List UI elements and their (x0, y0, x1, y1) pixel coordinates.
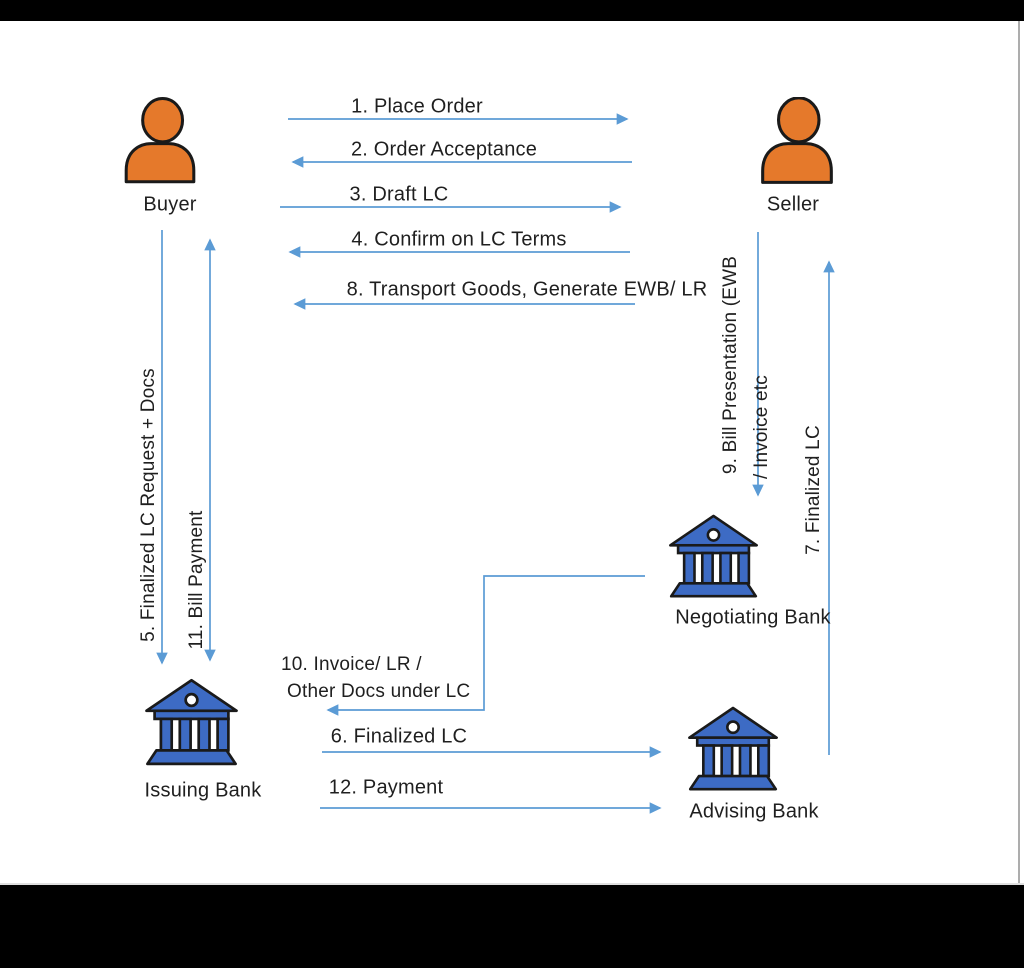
advising-bank-icon (685, 702, 781, 796)
flow-label-invoice-docs-line1: 10. Invoice/ LR / (281, 654, 422, 675)
buyer-person-icon (121, 97, 199, 185)
flow-label-draft-lc: 3. Draft LC (349, 183, 449, 206)
seller-person-icon (757, 96, 837, 185)
letterbox-bottom (0, 885, 1024, 968)
issuing-bank-icon (142, 677, 241, 768)
flow-label-invoice-docs-line2: Other Docs under LC (287, 681, 471, 702)
bottom-edge-divider (0, 883, 1024, 885)
letterbox-top (0, 0, 1024, 21)
negotiating-bank-label: Negotiating Bank (675, 606, 831, 629)
flow-label-confirm-lc-terms: 4. Confirm on LC Terms (351, 228, 567, 251)
flow-label-finalized-lc-to-advising: 6. Finalized LC (330, 725, 468, 748)
flow-label-finalized-lc-request: 5. Finalized LC Request + Docs (138, 368, 159, 642)
issuing-bank-label: Issuing Bank (144, 779, 262, 802)
flow-label-finalized-lc-to-seller: 7. Finalized LC (803, 425, 824, 555)
right-edge-divider (1018, 21, 1020, 885)
seller-label: Seller (766, 193, 820, 216)
flow-label-transport-goods: 8. Transport Goods, Generate EWB/ LR (346, 278, 708, 301)
negotiating-bank-icon (666, 509, 761, 604)
flow-label-bill-presentation-line2: / Invoice etc (751, 375, 772, 479)
flow-label-bill-payment: 11. Bill Payment (186, 510, 207, 650)
advising-bank-label: Advising Bank (689, 800, 819, 823)
flow-label-place-order: 1. Place Order (351, 95, 483, 118)
flow-label-payment: 12. Payment (328, 776, 444, 799)
flow-label-invoice-docs: 10. Invoice/ LR / Other Docs under LC (281, 651, 470, 705)
flow-label-bill-presentation-line1: 9. Bill Presentation (EWB (720, 255, 741, 475)
flow-label-order-acceptance: 2. Order Acceptance (350, 138, 538, 161)
buyer-label: Buyer (143, 193, 197, 216)
